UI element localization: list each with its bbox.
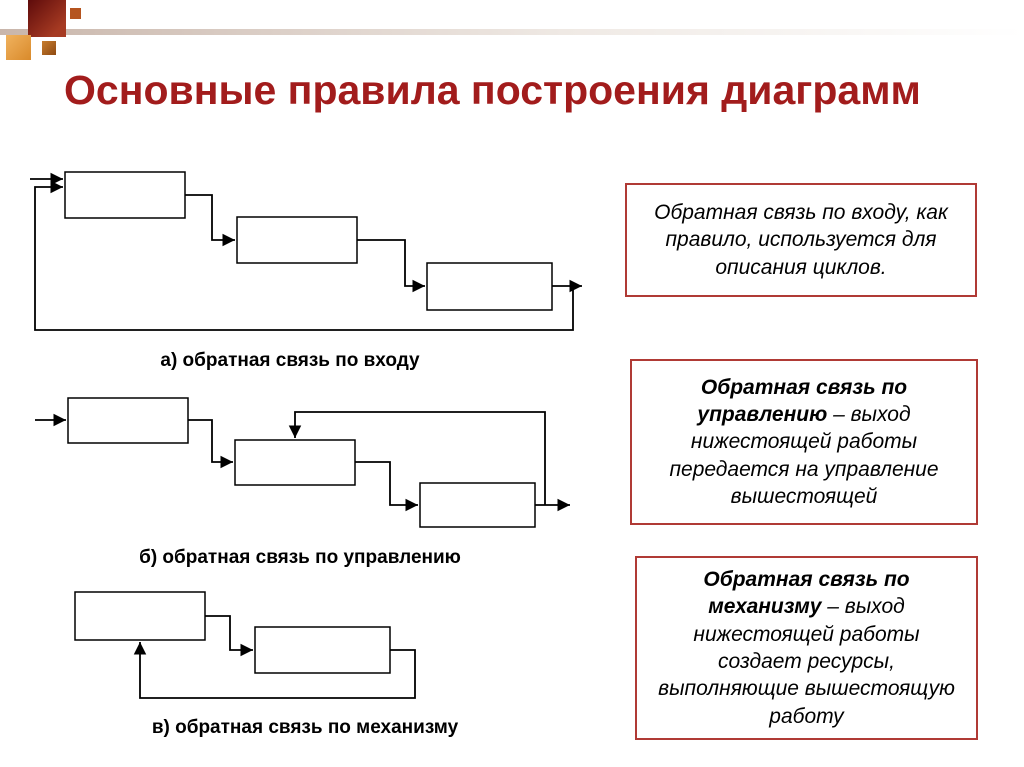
decor-square-small <box>42 41 56 55</box>
caption-c: в) обратная связь по механизму <box>151 717 459 738</box>
note-feedback-input: Обратная связь по входу, как правило, ис… <box>625 183 977 297</box>
note-text: Обратная связь по входу, как правило, ис… <box>641 199 961 281</box>
note-input-lead: Обратная связь по входу <box>654 201 905 225</box>
caption-b: б) обратная связь по управлению <box>139 547 461 568</box>
arrow-feedback-b <box>288 411 546 505</box>
note-text: Обратная связь по механизму – выход ниже… <box>651 566 962 730</box>
note-input-rest: , как правило, используется для описания… <box>665 201 948 279</box>
note-feedback-mechanism: Обратная связь по механизму – выход ниже… <box>635 556 978 740</box>
arrow-feedback-c <box>133 642 416 699</box>
box-c2 <box>254 626 391 674</box>
box-a1 <box>64 171 186 219</box>
page-title: Основные правила построения диаграмм <box>64 67 921 114</box>
box-b2 <box>234 439 356 486</box>
diagram-feedback-control <box>35 397 570 528</box>
diagram-feedback-input <box>30 171 582 331</box>
arrow-feedback-a <box>34 180 574 331</box>
note-control-rest: – выход нижестоящей работы передается на… <box>669 403 939 508</box>
note-mechanism-lead: Обратная связь по механизму <box>703 568 910 619</box>
decor-square-orange <box>6 35 31 60</box>
note-text: Обратная связь по управлению – выход ниж… <box>646 374 962 510</box>
arrow-b2-b3 <box>355 461 418 512</box>
arrow-a1-a2 <box>185 194 235 247</box>
box-b1 <box>67 397 189 444</box>
arrow-a2-a3 <box>357 239 425 293</box>
note-feedback-control: Обратная связь по управлению – выход ниж… <box>630 359 978 525</box>
decor-square-dark <box>28 0 66 37</box>
arrow-c1-c2 <box>205 615 253 657</box>
box-a3 <box>426 262 553 311</box>
note-control-lead: Обратная связь по управлению <box>697 375 908 427</box>
arrow-b1-b2 <box>188 419 233 469</box>
diagram-feedback-mechanism <box>74 591 416 699</box>
box-b3 <box>419 482 536 528</box>
decor-square-tiny <box>70 8 81 19</box>
note-mechanism-rest: – выход нижестоящей работы создает ресур… <box>658 595 955 728</box>
top-gradient-band <box>0 29 1024 35</box>
caption-a: а) обратная связь по входу <box>160 350 420 371</box>
box-c1 <box>74 591 206 641</box>
box-a2 <box>236 216 358 264</box>
